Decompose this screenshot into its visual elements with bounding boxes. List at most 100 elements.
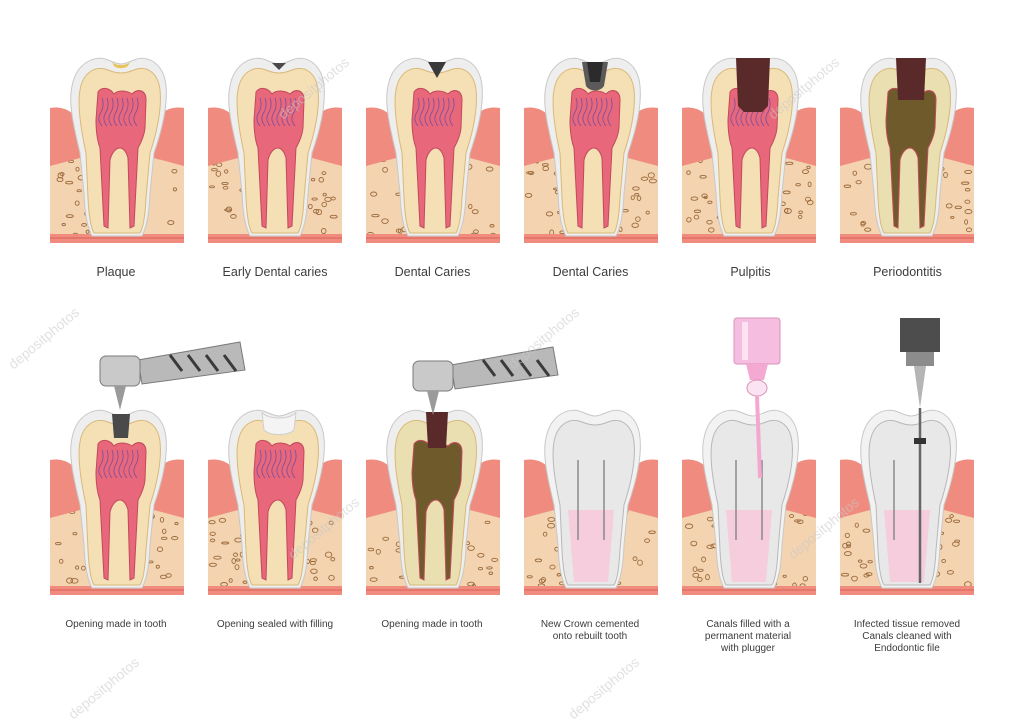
bone-pore	[941, 558, 947, 564]
bone-pore	[945, 203, 953, 209]
canal-post	[735, 460, 763, 540]
bone-pore	[635, 216, 641, 222]
pulp-vessel	[256, 97, 262, 127]
bone-pore	[81, 565, 86, 571]
bone-pore	[209, 538, 216, 543]
bone-pore	[686, 217, 692, 223]
bone-pore	[692, 566, 698, 573]
pulp-vessel	[261, 97, 267, 127]
bone-pore	[322, 192, 327, 197]
bone-pore	[699, 174, 707, 179]
bone-pore	[782, 574, 787, 578]
pulp-vessel	[123, 449, 129, 479]
bone-pore	[645, 210, 650, 215]
bone-pore	[684, 523, 694, 530]
pulp-vessel	[118, 97, 124, 127]
pulp-vessel	[103, 97, 109, 127]
bone-pore	[845, 541, 852, 547]
caries-cavity	[428, 62, 446, 78]
pulp-vessel	[261, 449, 267, 479]
bone-pore	[367, 547, 375, 552]
drill-grip	[481, 359, 497, 377]
tooth-pulp	[95, 87, 147, 229]
caption-line: with plugger	[721, 643, 775, 654]
bone-pore	[233, 552, 238, 557]
pulp-vessel	[271, 449, 277, 479]
bone-pore	[330, 557, 336, 562]
caption-line: Infected tissue removed	[853, 619, 961, 630]
tooth-panel-file	[840, 409, 974, 595]
bone-pore	[806, 199, 814, 206]
bone-pore	[72, 532, 78, 536]
bone-pore	[224, 169, 229, 174]
bone-pore	[807, 181, 812, 188]
bone-pore	[74, 200, 80, 206]
bone-pore	[329, 214, 338, 219]
bone-pore	[693, 209, 702, 214]
caption-dental-caries-2: Dental Caries	[552, 265, 629, 279]
root-canal-fill	[884, 510, 930, 582]
caption-line: Endodontic file	[874, 643, 940, 654]
bone-pore	[328, 574, 335, 581]
bone-pore	[954, 539, 961, 543]
bone-pore	[311, 527, 319, 533]
caption-line: Opening made in tooth	[381, 619, 483, 630]
bone-pore	[632, 556, 638, 562]
bone-pore	[843, 184, 852, 189]
bone-pore	[964, 209, 973, 215]
bone-pore	[708, 227, 715, 233]
pulp-vessel	[123, 97, 129, 127]
drill-handle	[450, 346, 559, 390]
pulp-vessel	[271, 97, 277, 127]
drill-grip	[186, 354, 202, 372]
bone-pore	[802, 169, 809, 174]
file-shank	[914, 366, 926, 408]
caption-periodontitis: Periodontitis	[873, 265, 942, 279]
bone-pore	[795, 183, 801, 187]
bone-pore	[484, 520, 491, 525]
bone-pore	[690, 540, 698, 547]
pulp-vessel	[113, 97, 119, 127]
bone-pore	[534, 558, 543, 563]
bone-pore	[855, 180, 862, 185]
bone-pore	[58, 558, 64, 564]
pulp-vessel	[108, 449, 114, 479]
caption-plaque: Plaque	[96, 265, 136, 279]
endodontic-file	[900, 318, 940, 583]
bone-pore	[208, 520, 216, 525]
bone-pore	[215, 170, 222, 177]
bone-pore	[784, 208, 789, 214]
tooth-panel-crown	[524, 409, 658, 595]
pulp-vessel	[419, 97, 425, 127]
caries-core	[587, 62, 603, 82]
bone-pore	[486, 566, 493, 570]
bone-pore	[65, 214, 74, 218]
bone-pore	[632, 186, 640, 191]
root-canal-fill	[726, 510, 772, 582]
bone-pore	[369, 577, 378, 582]
caption-opening-sealed: Opening sealed with filling	[200, 619, 350, 631]
drill-bit	[427, 391, 439, 415]
pulp-vessel	[286, 97, 292, 127]
bone-pore	[693, 214, 700, 220]
pulp-vessel	[133, 449, 139, 479]
plugger	[733, 317, 781, 479]
tooth-pulp	[411, 87, 463, 229]
bone-pore	[865, 572, 873, 576]
plugger-material	[755, 395, 762, 479]
bone-pore	[945, 517, 953, 523]
bone-pore	[806, 165, 811, 170]
drill-handle	[137, 341, 246, 385]
bone-pore	[862, 528, 871, 533]
pulp-vessel	[118, 449, 124, 479]
bone-pore	[213, 555, 222, 560]
bone-pore	[854, 522, 859, 528]
pulp-vessel	[434, 97, 440, 127]
caption-early-dental-caries: Early Dental caries	[222, 265, 328, 279]
bone-pore	[706, 544, 714, 549]
bone-pore	[57, 172, 64, 179]
bone-pore	[488, 571, 494, 575]
pulp-vessel	[429, 97, 435, 127]
bone-pore	[159, 574, 168, 580]
bone-pore	[964, 199, 971, 204]
